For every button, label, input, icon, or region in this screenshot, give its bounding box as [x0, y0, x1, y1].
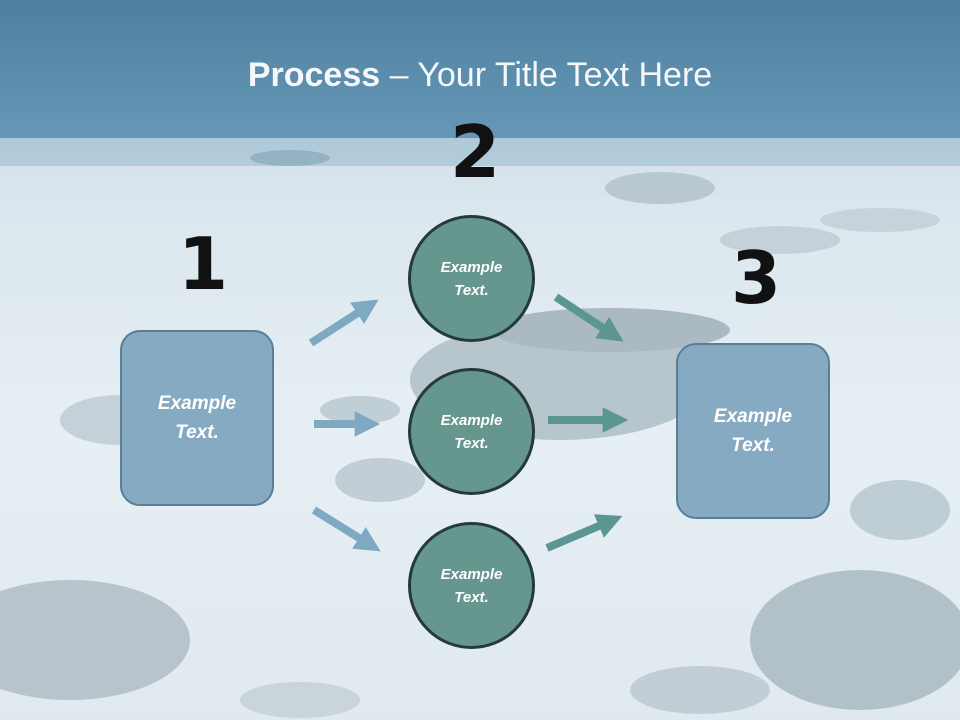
left-process-box: Example Text.: [120, 330, 274, 506]
step-number-2: 2: [450, 110, 501, 194]
process-circle-middle: Example Text.: [408, 368, 535, 495]
circle-top-line1: Example: [440, 258, 503, 276]
step-number-3: 3: [731, 236, 782, 320]
left-box-line1: Example: [157, 393, 237, 414]
process-circle-bottom: Example Text.: [408, 522, 535, 649]
title-bold: Process: [247, 56, 381, 94]
circle-bottom-line1: Example: [440, 565, 503, 583]
step-number-1: 1: [178, 222, 229, 306]
circle-middle-line1: Example: [440, 411, 503, 429]
slide-title: Process – Your Title Text Here: [0, 54, 960, 96]
left-box-line2: Text.: [175, 422, 219, 443]
circle-bottom-line2: Text.: [454, 588, 489, 606]
right-box-line1: Example: [713, 406, 793, 427]
header-band: [0, 138, 960, 166]
right-box-line2: Text.: [731, 435, 775, 456]
right-process-box: Example Text.: [676, 343, 830, 519]
arrow-top-to-right: [553, 293, 624, 342]
title-bar: [0, 0, 960, 138]
circle-middle-line2: Text.: [454, 434, 489, 452]
process-circle-top: Example Text.: [408, 215, 535, 342]
arrow-left-to-top: [308, 299, 379, 347]
circle-top-line2: Text.: [454, 281, 489, 299]
title-rest: – Your Title Text Here: [380, 56, 713, 94]
arrow-left-to-bottom: [311, 506, 381, 552]
arrow-bottom-to-right: [545, 514, 623, 552]
